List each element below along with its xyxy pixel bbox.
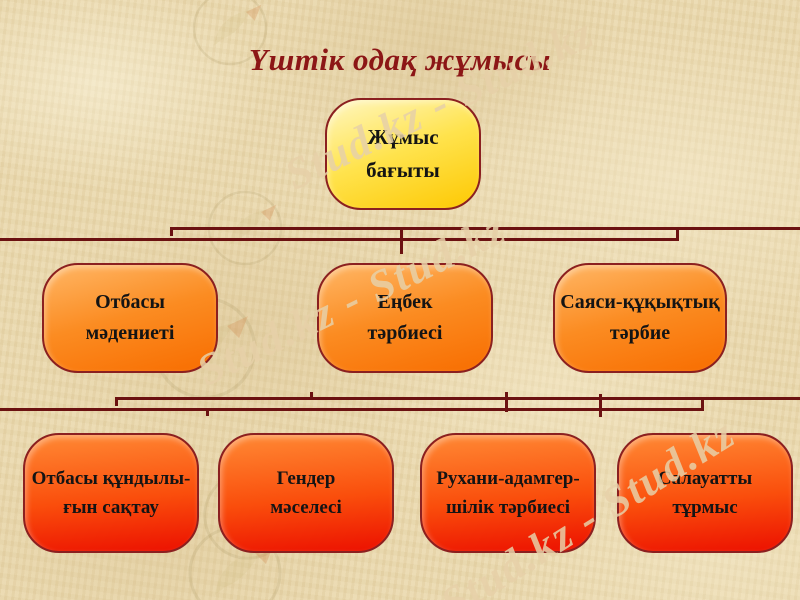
node-root: Жұмыс бағыты [325,98,481,210]
connector-line [170,227,173,236]
connector-line [115,397,118,406]
node-label: Отбасы құндылы- ғын сақтау [31,467,191,518]
node-label: Саяси-құқықтық тәрбие [560,291,720,344]
node-label: Салауатты тұрмыс [657,467,753,518]
connector-line [599,394,602,417]
node-label: Отбасы мәдениеті [85,291,175,344]
connector-line [0,408,703,411]
node-level3-otbasy-kundylyk: Отбасы құндылы- ғын сақтау [23,433,199,553]
node-level2-enbek-tarbiesi: Еңбек тәрбиесі [317,263,493,373]
connector-line [206,408,209,416]
slide-title: Үштік одақ жұмысы [249,42,551,77]
node-level2-otbasy-madenieti: Отбасы мәдениеті [42,263,218,373]
node-label: Рухани-адамгер- шілік тәрбиесі [436,467,580,518]
node-level3-gender-maselesi: Гендер мәселесі [218,433,394,553]
node-label: Гендер мәселесі [270,467,342,518]
connector-line [170,227,800,230]
connector-line [310,392,313,400]
connector-line [701,397,704,411]
connector-line [676,227,679,241]
node-level3-salauatty-turmys: Салауатты тұрмыс [617,433,793,553]
connector-line [0,238,678,241]
connector-line [505,392,508,412]
node-level3-ruhani-adamgershilik: Рухани-адамгер- шілік тәрбиесі [420,433,596,553]
node-label: Еңбек тәрбиесі [367,291,443,344]
node-label: Жұмыс бағыты [366,125,440,182]
connector-line [115,397,800,400]
node-level2-sayasi-kukyktyk: Саяси-құқықтық тәрбие [553,263,727,373]
